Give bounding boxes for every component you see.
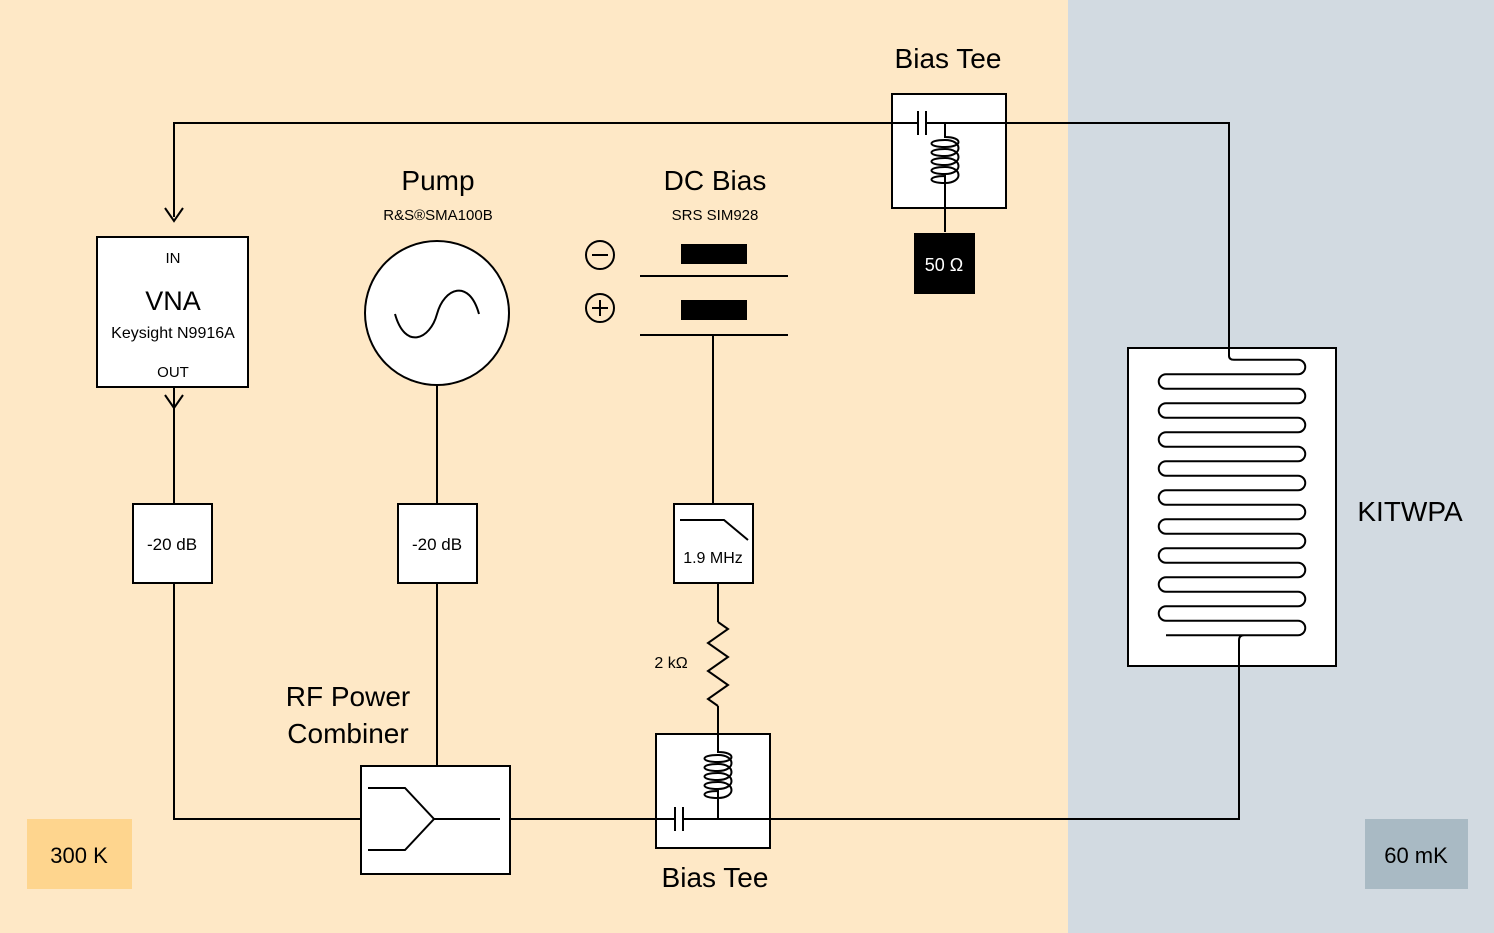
inductor-icon — [930, 123, 960, 208]
zone-60mk-badge — [1365, 819, 1468, 889]
inductor-icon — [703, 734, 733, 819]
zone-60mk-label: 60 mK — [1384, 843, 1448, 868]
pump-model: R&S®SMA100B — [383, 207, 492, 224]
vna-title: VNA — [145, 286, 201, 316]
combiner-icon — [368, 787, 500, 851]
minus-terminal-icon — [585, 240, 615, 270]
attenuator-vna: -20 dB — [132, 503, 213, 584]
vna-model: Keysight N9916A — [111, 325, 235, 342]
bias-tee-bottom — [655, 733, 771, 849]
vna-out-arrow-icon — [164, 394, 184, 410]
bias-tee-top-label: Bias Tee — [895, 43, 1002, 74]
kitwpa-chip — [1127, 347, 1337, 667]
combiner-label-line1: RF Power — [286, 681, 410, 712]
attenuator-pump-label: -20 dB — [412, 535, 462, 554]
dc-bias-model: SRS SIM928 — [672, 207, 759, 224]
plus-terminal-icon — [585, 293, 615, 323]
lowpass-filter-label: 1.9 MHz — [683, 550, 743, 567]
termination-label: 50 Ω — [925, 255, 963, 275]
rf-power-combiner — [360, 765, 511, 875]
vna-in-label: IN — [166, 250, 181, 267]
bias-tee-bottom-label: Bias Tee — [662, 862, 769, 893]
pump-source — [364, 240, 510, 386]
resistor-label: 2 kΩ — [654, 655, 687, 672]
termination-50-ohm: 50 Ω — [914, 233, 975, 294]
combiner-label-line2: Combiner — [287, 718, 408, 749]
attenuator-pump: -20 dB — [397, 503, 478, 584]
meander-line-icon — [1157, 348, 1307, 666]
bias-tee-top — [891, 93, 1007, 209]
sine-wave-icon — [394, 289, 480, 339]
vna-in-arrow-icon — [164, 207, 184, 223]
zone-300k-badge — [27, 819, 132, 889]
dc-bias-title: DC Bias — [664, 165, 767, 196]
lowpass-filter-icon — [680, 519, 749, 541]
dc-bias-battery — [640, 244, 788, 336]
attenuator-vna-label: -20 dB — [147, 535, 197, 554]
vna-out-label: OUT — [157, 364, 189, 381]
lowpass-filter: 1.9 MHz — [673, 503, 754, 584]
pump-title: Pump — [401, 165, 474, 196]
vna: IN VNA Keysight N9916A OUT — [96, 236, 249, 388]
resistor-icon — [706, 621, 730, 707]
zone-300k — [0, 0, 1068, 933]
zone-300k-label: 300 K — [50, 843, 108, 868]
wiring — [173, 122, 1240, 820]
kitwpa-label: KITWPA — [1357, 496, 1463, 527]
